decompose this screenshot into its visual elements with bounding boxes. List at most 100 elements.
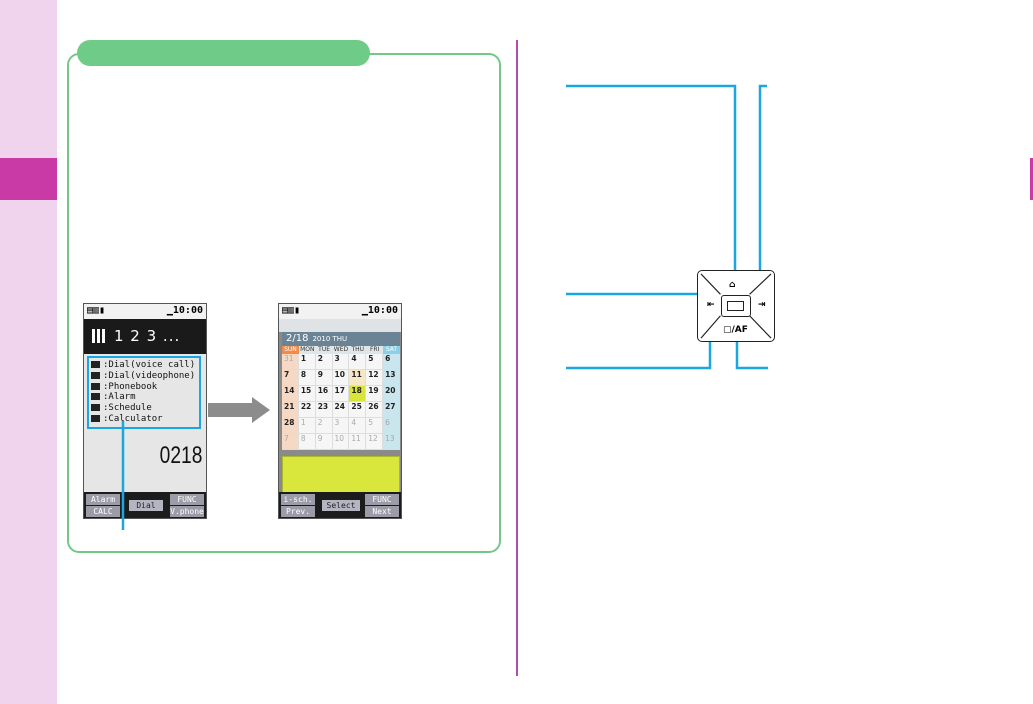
calendar-day[interactable]: 11 [349, 370, 367, 386]
status-bar: ▤▥▮ ▁10:00 [84, 304, 206, 319]
calendar-day[interactable]: 1 [298, 354, 316, 370]
status-bar: ▤▥▮ ▁10:00 [279, 304, 401, 319]
calendar-week: 28 1 2 3 4 5 6 [282, 418, 400, 434]
calendar-day[interactable]: 6 [383, 418, 400, 434]
softkey-vphone[interactable]: V.phone [170, 506, 204, 517]
calendar-day[interactable]: 17 [332, 386, 350, 402]
softkey-func[interactable]: FUNC [365, 494, 399, 505]
softkey-bar: i-sch. FUNC Prev. Next Select [279, 492, 401, 518]
menu-item-voice-call[interactable]: :Dial(voice call) [91, 360, 199, 371]
calendar-day[interactable]: 7 [282, 434, 299, 450]
softkey-bar: Alarm FUNC CALC V.phone Dial [84, 492, 206, 518]
calendar-day[interactable]: 5 [366, 354, 384, 370]
menu-item-schedule[interactable]: :Schedule [91, 403, 199, 414]
softkey-alarm[interactable]: Alarm [86, 494, 120, 505]
softkey-isch[interactable]: i-sch. [281, 494, 315, 505]
calendar-day[interactable]: 15 [298, 386, 316, 402]
weekday-label: MON [298, 346, 316, 354]
clock: ▁10:00 [361, 305, 398, 316]
weekday-label: TUE [315, 346, 333, 354]
softkey-func[interactable]: FUNC [170, 494, 204, 505]
menu-item-phonebook[interactable]: :Phonebook [91, 382, 199, 393]
calendar-week: 21 22 23 24 25 26 27 [282, 402, 400, 418]
calendar-day[interactable]: 11 [349, 434, 367, 450]
calendar-day[interactable]: 21 [282, 402, 299, 418]
calendar-day[interactable]: 7 [282, 370, 299, 386]
quick-menu: :Dial(voice call) :Dial(videophone) :Pho… [87, 356, 201, 429]
menu-item-calculator[interactable]: :Calculator [91, 414, 199, 425]
keypad-icon [92, 329, 106, 343]
weekday-label: FRI [366, 346, 384, 354]
calendar-day[interactable]: 13 [383, 434, 400, 450]
calendar-day[interactable]: 2 [315, 354, 333, 370]
menu-item-alarm[interactable]: :Alarm [91, 392, 199, 403]
calendar-day[interactable]: 1 [298, 418, 316, 434]
calendar-day[interactable]: 9 [315, 434, 333, 450]
weekday-label: SUN [282, 346, 299, 354]
example-box-header [77, 40, 370, 66]
calendar-day-selected[interactable]: 18 [349, 386, 367, 402]
calendar-day[interactable]: 31 [282, 354, 299, 370]
calendar-day[interactable]: 19 [366, 386, 384, 402]
softkey-calc[interactable]: CALC [86, 506, 120, 517]
calendar-grid: SUN MON TUE WED THU FRI SAT 31 1 2 3 4 5… [282, 346, 400, 450]
sidebar [0, 0, 57, 704]
center-key-face [727, 301, 744, 311]
transition-arrow-icon [208, 397, 270, 423]
softkey-prev[interactable]: Prev. [281, 506, 315, 517]
calendar-day[interactable]: 14 [282, 386, 299, 402]
dial-body: :Dial(voice call) :Dial(videophone) :Pho… [84, 354, 206, 494]
calendar-week: 14 15 16 17 18 19 20 [282, 386, 400, 402]
phonebook-icon [91, 382, 100, 390]
calendar-day[interactable]: 6 [383, 354, 400, 370]
calendar-day[interactable]: 8 [298, 370, 316, 386]
calendar-day[interactable]: 20 [383, 386, 400, 402]
calendar-day[interactable]: 10 [332, 434, 350, 450]
calendar-year-day: 2010 THU [312, 335, 348, 343]
softkey-select[interactable]: Select [322, 500, 360, 511]
calendar-day[interactable]: 12 [366, 434, 384, 450]
calendar-week: 31 1 2 3 4 5 6 [282, 354, 400, 370]
softkey-next[interactable]: Next [365, 506, 399, 517]
calendar-day[interactable]: 3 [332, 354, 350, 370]
sidebar-chapter-tab[interactable] [0, 158, 57, 200]
calendar-day[interactable]: 10 [332, 370, 350, 386]
calendar-day[interactable]: 4 [349, 418, 367, 434]
multi-key[interactable]: ⌂ ⇤ ⇥ ▢/AF [697, 270, 775, 342]
signal-icon: ▤▥▮ [282, 305, 301, 316]
softkey-dial[interactable]: Dial [129, 500, 163, 511]
calculator-icon [91, 414, 100, 422]
menu-item-videophone[interactable]: :Dial(videophone) [91, 371, 199, 382]
calendar-day[interactable]: 3 [332, 418, 350, 434]
calendar-week: 7 8 9 10 11 12 13 [282, 370, 400, 386]
phone-icon [91, 361, 100, 368]
calendar-day[interactable]: 22 [298, 402, 316, 418]
key-right-symbol: ⇥ [758, 300, 766, 310]
calendar-day[interactable]: 12 [366, 370, 384, 386]
signal-icon: ▤▥▮ [87, 305, 106, 316]
calendar-day[interactable]: 16 [315, 386, 333, 402]
calendar-day[interactable]: 27 [383, 402, 400, 418]
calendar-day[interactable]: 25 [349, 402, 367, 418]
schedule-preview [282, 456, 400, 494]
calendar-date: 2/18 [286, 333, 309, 344]
calendar-day[interactable]: 4 [349, 354, 367, 370]
key-left-symbol: ⇤ [707, 300, 715, 310]
calendar-day[interactable]: 9 [315, 370, 333, 386]
calendar-day[interactable]: 23 [315, 402, 333, 418]
center-key[interactable] [721, 295, 751, 317]
phone-screen-standby: ▤▥▮ ▁10:00 1 2 3 ... :Dial(voice call) :… [83, 303, 207, 519]
calendar-day[interactable]: 13 [383, 370, 400, 386]
key-down-symbol: ▢/AF [723, 325, 748, 335]
calendar-day[interactable]: 28 [282, 418, 299, 434]
calendar-day[interactable]: 5 [366, 418, 384, 434]
calendar-day[interactable]: 26 [366, 402, 384, 418]
calendar-day[interactable]: 24 [332, 402, 350, 418]
calendar-toolbar [279, 319, 401, 332]
calendar-day[interactable]: 8 [298, 434, 316, 450]
calendar-day[interactable]: 2 [315, 418, 333, 434]
right-edge-tab [1030, 158, 1033, 200]
weekday-label: WED [332, 346, 350, 354]
